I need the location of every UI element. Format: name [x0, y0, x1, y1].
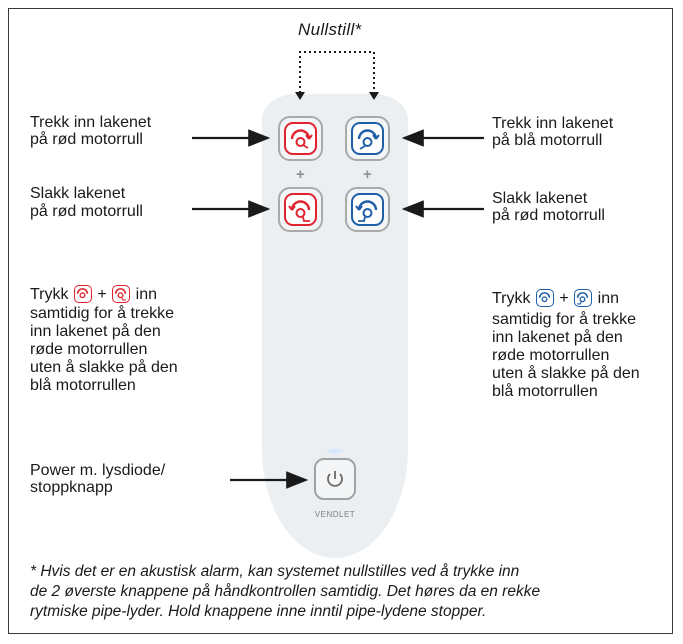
power-button[interactable]: [314, 458, 356, 500]
left-combo-suffix: inn: [135, 286, 158, 303]
blue-slack-button[interactable]: [345, 187, 390, 232]
label-power-1: Power m. lysdiode/: [30, 462, 166, 479]
plus-sign-right: +: [363, 166, 372, 183]
power-icon: [327, 471, 343, 487]
label-left-top-1: Trekk inn lakenet: [30, 114, 152, 131]
inline-red-slack-icon: [112, 285, 131, 303]
inline-blue-slack-icon: [574, 289, 593, 307]
label-right-top-2: på blå motorrull: [492, 132, 603, 149]
blue-pull-in-button[interactable]: [345, 116, 390, 161]
right-combo-line4: røde motorrullen: [492, 347, 610, 364]
red-slack-button[interactable]: [278, 187, 323, 232]
label-right-top-1: Trekk inn lakenet: [492, 115, 614, 132]
reset-bracket: [299, 51, 375, 98]
left-combo-line4: røde motorrullen: [30, 341, 148, 358]
brand-logo: VENDLET: [314, 510, 356, 519]
left-combo-line2: samtidig for å trekke: [30, 305, 175, 322]
inline-red-pull-icon: [73, 285, 92, 303]
label-power-2: stoppknapp: [30, 479, 113, 496]
right-combo-line5: uten å slakke på den: [492, 365, 640, 382]
left-combo-line1: Trykk + inn: [30, 285, 157, 304]
right-combo-line6: blå motorrullen: [492, 383, 598, 400]
reset-arrowhead-left: [295, 92, 305, 100]
inline-blue-pull-icon: [535, 289, 554, 307]
red-slack-button-face: [284, 193, 317, 226]
right-combo-line1: Trykk + inn: [492, 289, 619, 308]
right-combo-prefix: Trykk: [492, 290, 531, 307]
footnote-line2: de 2 øverste knappene på håndkontrollen …: [30, 583, 541, 600]
right-combo-line3: inn lakenet på den: [492, 329, 623, 346]
blue-roller-slack-icon: [355, 200, 378, 222]
left-combo-line5: uten å slakke på den: [30, 359, 178, 376]
blue-pull-in-button-face: [351, 122, 384, 155]
plus-sign-left: +: [296, 166, 305, 183]
label-left-top-2: på rød motorrull: [30, 131, 143, 148]
blue-slack-button-face: [351, 193, 384, 226]
red-pull-in-button-face: [284, 122, 317, 155]
reset-arrowhead-right: [369, 92, 379, 100]
right-combo-plus: +: [559, 290, 569, 307]
footnote: * Hvis det er en akustisk alarm, kan sys…: [30, 562, 660, 622]
right-combo-line2: samtidig for å trekke: [492, 311, 637, 328]
label-left-mid-2: på rød motorrull: [30, 203, 143, 220]
led-indicator: [326, 448, 344, 454]
left-combo-line3: inn lakenet på den: [30, 323, 161, 340]
left-combo-prefix: Trykk: [30, 286, 69, 303]
label-right-mid-2: på rød motorrull: [492, 207, 605, 224]
red-pull-in-button[interactable]: [278, 116, 323, 161]
label-left-mid-1: Slakk lakenet: [30, 185, 126, 202]
red-roller-pull-icon: [290, 129, 313, 149]
reset-label: Nullstill*: [298, 20, 362, 39]
label-right-mid-1: Slakk lakenet: [492, 190, 588, 207]
left-combo-line6: blå motorrullen: [30, 377, 136, 394]
left-combo-plus: +: [97, 286, 107, 303]
right-combo-suffix: inn: [597, 290, 620, 307]
red-roller-slack-icon: [288, 200, 311, 222]
footnote-line1: * Hvis det er en akustisk alarm, kan sys…: [30, 563, 520, 580]
blue-roller-pull-icon: [357, 129, 380, 150]
footnote-line3: rytmiske pipe-lyder. Hold knappene inne …: [30, 603, 487, 620]
